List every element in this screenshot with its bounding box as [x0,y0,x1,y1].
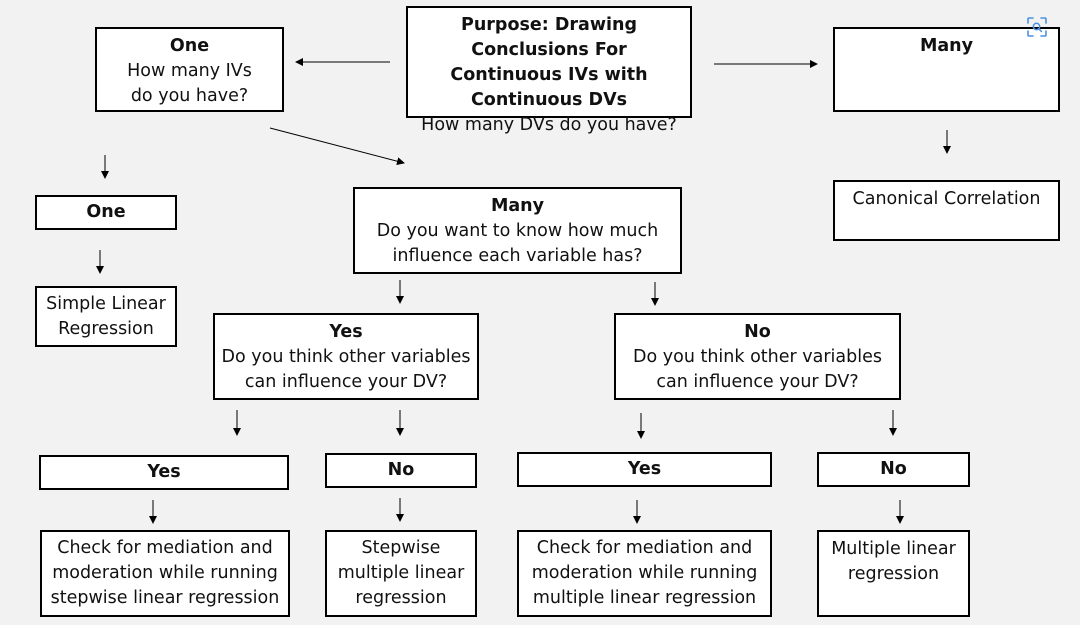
no-yes-label: Yes [627,459,662,479]
dv-many-box: Many [833,27,1060,112]
scan-icon[interactable] [1026,16,1048,38]
no-no-label: No [880,459,907,479]
simple-linear-regression-box: Simple Linear Regression [35,286,177,347]
yes-yes-label: Yes [147,462,181,482]
result-stepwise-mediation-label: Check for mediation and moderation while… [50,538,280,608]
iv-many-question: Do you want to know how much influence e… [376,221,659,266]
dv-one-box: One How many IVs do you have? [95,27,284,112]
root-purpose-box: Purpose: Drawing Conclusions For Continu… [406,6,692,135]
result-stepwise-mediation-box: Check for mediation and moderation while… [40,530,290,617]
result-stepwise-label: Stepwise multiple linear regression [337,538,465,608]
iv-one-label: One [86,202,126,222]
yes-yes-box: Yes [39,455,289,490]
dv-one-question: How many IVs do you have? [127,61,252,106]
canonical-correlation-label: Canonical Correlation [852,189,1041,209]
simple-linear-regression-label: Simple Linear Regression [46,293,166,339]
no-no-box: No [817,452,970,487]
yes-no-label: No [387,460,415,480]
result-multiple-mediation-label: Check for mediation and moderation while… [531,538,758,608]
no-yes-box: Yes [517,452,772,487]
iv-many-box: Many Do you want to know how much influe… [353,187,682,274]
influence-yes-label: Yes [329,322,363,342]
result-multiple-box: Multiple linear regression [817,530,970,617]
result-multiple-mediation-box: Check for mediation and moderation while… [517,530,772,617]
result-stepwise-box: Stepwise multiple linear regression [325,530,477,617]
influence-no-label: No [744,322,771,342]
iv-one-box: One [35,195,177,230]
yes-no-box: No [325,453,477,488]
result-multiple-label: Multiple linear regression [831,539,956,584]
influence-no-question: Do you think other variables can influen… [633,347,882,392]
iv-many-label: Many [490,196,545,216]
dv-many-label: Many [919,36,974,56]
influence-yes-box: Yes Do you think other variables can inf… [213,313,479,400]
influence-no-box: No Do you think other variables can infl… [614,313,901,400]
arrow-dv-one-to-iv-many [269,127,405,166]
dv-one-label: One [169,36,210,56]
root-question: How many DVs do you have? [421,115,677,135]
canonical-correlation-box: Canonical Correlation [833,180,1060,241]
root-title: Purpose: Drawing Conclusions For Continu… [450,15,648,110]
influence-yes-question: Do you think other variables can influen… [221,347,471,392]
